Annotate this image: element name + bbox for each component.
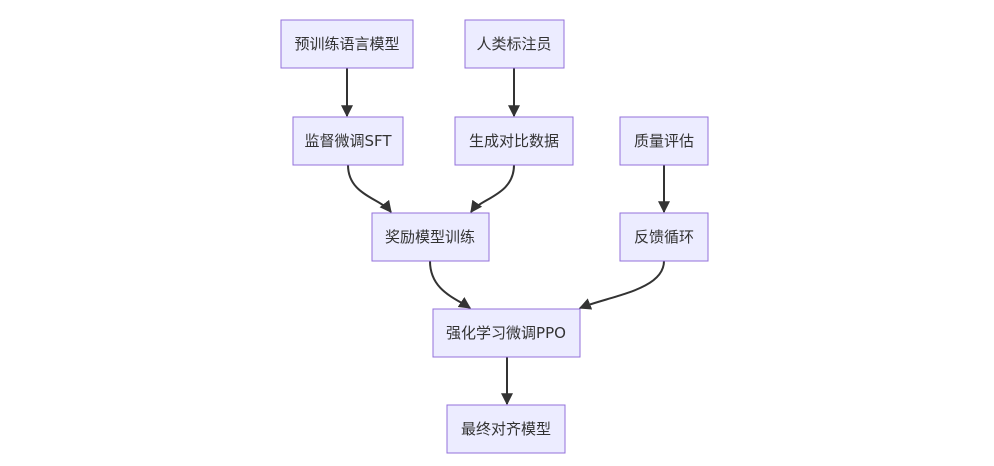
node-reward-training: 奖励模型训练 bbox=[371, 212, 490, 262]
node-label: 人类标注员 bbox=[476, 35, 551, 53]
node-rl-ppo: 强化学习微调PPO bbox=[432, 308, 581, 358]
node-final-aligned: 最终对齐模型 bbox=[446, 404, 566, 454]
edge-feedback-to-ppo bbox=[578, 260, 665, 310]
node-label: 监督微调SFT bbox=[304, 132, 392, 150]
node-generate-comparison: 生成对比数据 bbox=[454, 116, 574, 166]
node-label: 强化学习微调PPO bbox=[446, 324, 566, 342]
edge-reward-to-ppo bbox=[429, 260, 471, 309]
node-label: 生成对比数据 bbox=[469, 132, 559, 150]
node-label: 奖励模型训练 bbox=[385, 228, 475, 246]
node-quality-eval: 质量评估 bbox=[619, 116, 709, 166]
node-feedback-loop: 反馈循环 bbox=[619, 212, 709, 262]
edge-sft-to-reward bbox=[347, 164, 392, 213]
node-label: 质量评估 bbox=[634, 132, 694, 150]
node-label: 最终对齐模型 bbox=[461, 420, 551, 438]
node-supervised-ft: 监督微调SFT bbox=[292, 116, 404, 166]
node-pretrained-lm: 预训练语言模型 bbox=[280, 19, 414, 69]
node-label: 反馈循环 bbox=[634, 228, 694, 246]
node-label: 预训练语言模型 bbox=[294, 35, 399, 53]
node-human-annotators: 人类标注员 bbox=[464, 19, 565, 69]
edge-comparison-to-reward bbox=[470, 164, 515, 213]
